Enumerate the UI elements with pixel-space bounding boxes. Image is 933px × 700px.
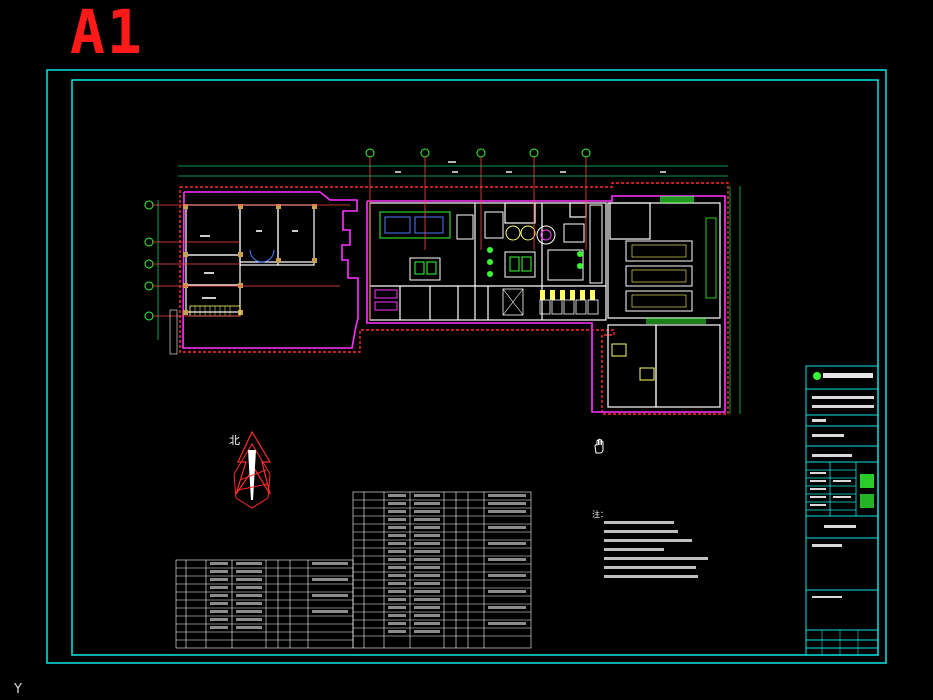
outer-frame	[46, 69, 887, 664]
notes-text-marks	[604, 521, 708, 578]
sheet-size-label: A1	[70, 0, 144, 68]
equipment	[379, 204, 603, 284]
pan-hand-cursor-icon[interactable]	[590, 436, 610, 456]
ucs-axis-y-label: Y	[14, 682, 22, 697]
grid-axis-top	[365, 148, 591, 158]
left-rooms	[185, 204, 315, 313]
grid-axis-left	[144, 200, 154, 321]
north-arrow	[233, 430, 272, 509]
equipment-table-right	[352, 491, 532, 649]
property-boundary	[182, 191, 726, 413]
north-label: 北	[229, 434, 240, 447]
right-wing	[607, 202, 721, 408]
equipment-table-left	[175, 559, 354, 649]
table-text-marks	[210, 494, 526, 633]
title-block	[805, 365, 879, 656]
dimension-lines	[157, 165, 741, 414]
building-outline	[179, 182, 729, 415]
notes-heading: 注：	[592, 509, 608, 519]
